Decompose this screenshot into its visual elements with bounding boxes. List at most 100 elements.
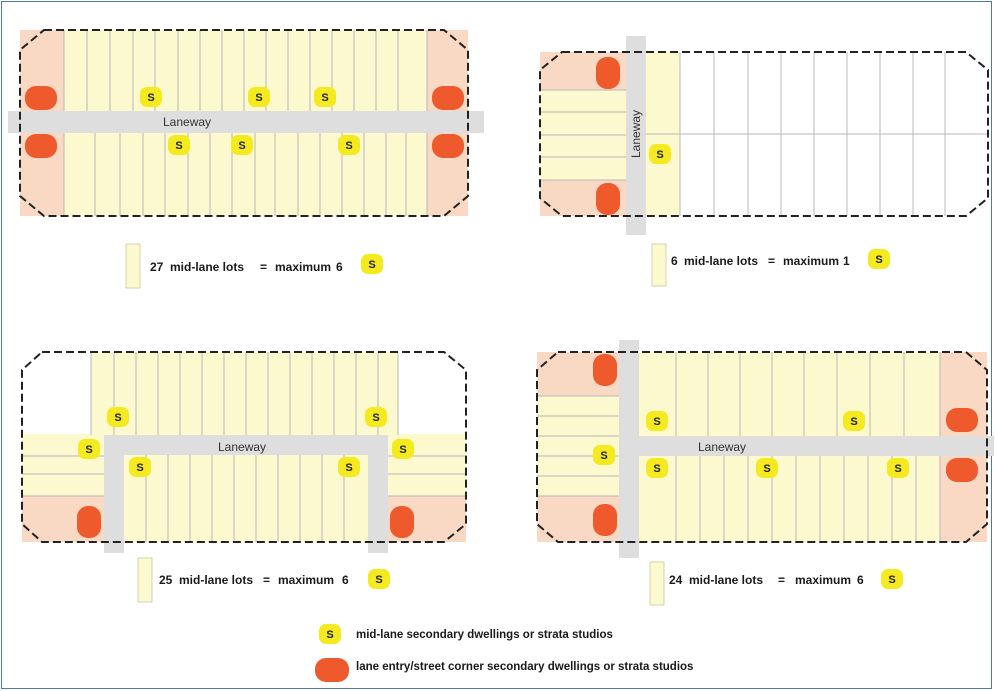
- s-marker-yellow: S: [646, 458, 668, 478]
- lot-swatch: [137, 557, 153, 603]
- caption-1: 27 mid-lane lots = maximum 6: [125, 243, 343, 289]
- s-marker-yellow: S: [646, 411, 668, 431]
- svg-text:24 mid-lane lots =: 24 mid-lane lots = maximum 6: [669, 573, 864, 587]
- lot-swatch: [125, 243, 141, 289]
- svg-text:S: S: [114, 412, 121, 424]
- corner-marker-orange: [25, 86, 57, 110]
- legend-corner-label: lane entry/street corner secondary dwell…: [356, 661, 693, 673]
- s-marker-yellow: S: [365, 407, 387, 427]
- svg-text:S: S: [653, 463, 660, 475]
- svg-text:S: S: [238, 140, 245, 152]
- caption-max: 6: [336, 260, 343, 274]
- corner-marker-orange: [432, 134, 464, 158]
- corner-marker-orange: [432, 86, 464, 110]
- caption-equals: =: [263, 573, 270, 587]
- caption-max: 1: [843, 254, 850, 268]
- laneway: [619, 436, 994, 456]
- caption-max-text: maximum: [278, 573, 334, 587]
- caption-count: 27: [150, 260, 164, 274]
- laneway-label: Laneway: [163, 115, 211, 129]
- caption-equals: =: [778, 573, 785, 587]
- laneway-label: Laneway: [698, 440, 746, 454]
- block-boundary: [19, 29, 469, 217]
- s-marker-yellow: S: [140, 87, 162, 107]
- s-marker-yellow: S: [168, 135, 190, 155]
- svg-text:S: S: [399, 444, 406, 456]
- svg-text:S: S: [136, 462, 143, 474]
- svg-text:S: S: [368, 259, 375, 271]
- caption-count: 6: [671, 254, 678, 268]
- s-marker-yellow: S: [868, 249, 890, 269]
- s-marker-yellow: S: [368, 569, 390, 589]
- s-marker-yellow: S: [593, 445, 615, 465]
- legend-mid-lane-label: mid-lane secondary dwellings or strata s…: [356, 629, 613, 641]
- svg-text:6 mid-lane lots =: 6 mid-lane lots = maximum 1: [671, 254, 850, 268]
- s-marker-yellow: S: [843, 411, 865, 431]
- caption-text: mid-lane lots: [689, 573, 763, 587]
- svg-text:S: S: [763, 463, 770, 475]
- svg-text:S: S: [345, 140, 352, 152]
- laneway: [104, 435, 388, 553]
- caption-2: 6 mid-lane lots = maximum 1: [651, 243, 850, 287]
- svg-text:S: S: [326, 629, 333, 641]
- svg-text:S: S: [255, 92, 262, 104]
- svg-text:S: S: [375, 574, 382, 586]
- svg-text:S: S: [372, 412, 379, 424]
- corner-marker-orange: [593, 354, 617, 386]
- laneway: [619, 340, 639, 558]
- s-marker-yellow: S: [649, 144, 671, 164]
- lot-swatch: [651, 243, 667, 287]
- caption-max-text: maximum: [783, 254, 839, 268]
- svg-text:S: S: [875, 254, 882, 266]
- svg-text:S: S: [850, 416, 857, 428]
- laneway-label: Laneway: [218, 440, 266, 454]
- caption-text: mid-lane lots: [179, 573, 253, 587]
- s-marker-yellow: S: [392, 439, 414, 459]
- block-boundary: [21, 351, 467, 543]
- svg-text:S: S: [321, 92, 328, 104]
- corner-marker-orange: [390, 506, 414, 538]
- caption-equals: =: [260, 260, 267, 274]
- caption-max: 6: [342, 573, 349, 587]
- corner-marker-orange: [596, 57, 620, 89]
- s-marker-yellow: S: [129, 457, 151, 477]
- svg-text:27 mid-lane lots =: 27 mid-lane lots = maximum 6: [150, 260, 343, 274]
- corner-marker-orange: [25, 134, 57, 158]
- s-marker-yellow: S: [338, 457, 360, 477]
- lot-swatch: [649, 561, 665, 606]
- legend: mid-lane secondary dwellings or strata s…: [356, 629, 693, 673]
- corner-marker-orange: [593, 504, 617, 536]
- caption-count: 25: [159, 573, 173, 587]
- laneway: [626, 36, 646, 235]
- s-marker-yellow: S: [338, 135, 360, 155]
- caption-equals: =: [768, 254, 775, 268]
- caption-count: 24: [669, 573, 683, 587]
- svg-text:S: S: [656, 149, 663, 161]
- corner-marker-orange: [946, 408, 978, 432]
- svg-text:S: S: [175, 140, 182, 152]
- svg-text:S: S: [653, 416, 660, 428]
- s-marker-yellow: S: [314, 87, 336, 107]
- caption-max-text: maximum: [795, 573, 851, 587]
- block-1: Laneway: [8, 29, 484, 217]
- laneway-label: Laneway: [629, 110, 643, 158]
- laneway: [8, 111, 484, 133]
- s-marker-yellow: S: [881, 569, 903, 589]
- caption-3: 25 mid-lane lots = maximum 6: [137, 557, 349, 603]
- s-marker-yellow: S: [361, 254, 383, 274]
- block-boundary: [536, 351, 988, 543]
- svg-text:S: S: [147, 92, 154, 104]
- svg-text:S: S: [894, 463, 901, 475]
- s-marker-yellow: S: [887, 458, 909, 478]
- svg-text:S: S: [888, 574, 895, 586]
- caption-max-text: maximum: [275, 260, 331, 274]
- svg-text:S: S: [345, 462, 352, 474]
- svg-text:S: S: [85, 444, 92, 456]
- caption-4: 24 mid-lane lots = maximum 6: [649, 561, 864, 606]
- s-marker-yellow: S: [756, 458, 778, 478]
- s-marker-yellow: S: [248, 87, 270, 107]
- caption-max: 6: [857, 573, 864, 587]
- corner-marker-orange: [77, 506, 101, 538]
